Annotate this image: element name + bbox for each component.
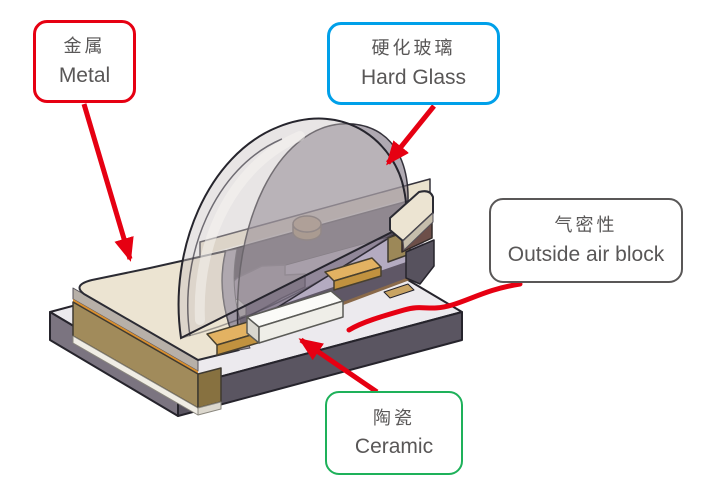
- metal-frame-left-shape: [72, 287, 222, 416]
- label-air-block-zh: 气密性: [554, 215, 618, 236]
- label-metal: 金属 Metal: [33, 20, 136, 103]
- label-ceramic-zh: 陶瓷: [373, 407, 415, 428]
- label-air-block: 气密性 Outside air block: [489, 198, 683, 283]
- electrode-pad-right-shape: [324, 257, 382, 291]
- label-metal-en: Metal: [58, 63, 111, 87]
- label-hard-glass: 硬化玻璃 Hard Glass: [327, 22, 500, 105]
- ceramic-arrow: [298, 337, 379, 395]
- label-metal-zh: 金属: [63, 36, 106, 57]
- glass-dome-shape: [177, 117, 409, 340]
- label-ceramic: 陶瓷 Ceramic: [325, 391, 463, 475]
- right-end-shape: [387, 190, 435, 285]
- hard-glass-arrow: [386, 104, 436, 166]
- metal-arrow: [81, 103, 134, 262]
- label-air-block-en: Outside air block: [507, 242, 665, 266]
- air-block-connector: [346, 281, 523, 333]
- label-hard-glass-zh: 硬化玻璃: [371, 38, 456, 59]
- glass-window-shape: [246, 290, 344, 344]
- label-hard-glass-en: Hard Glass: [360, 65, 467, 89]
- label-ceramic-en: Ceramic: [354, 435, 434, 458]
